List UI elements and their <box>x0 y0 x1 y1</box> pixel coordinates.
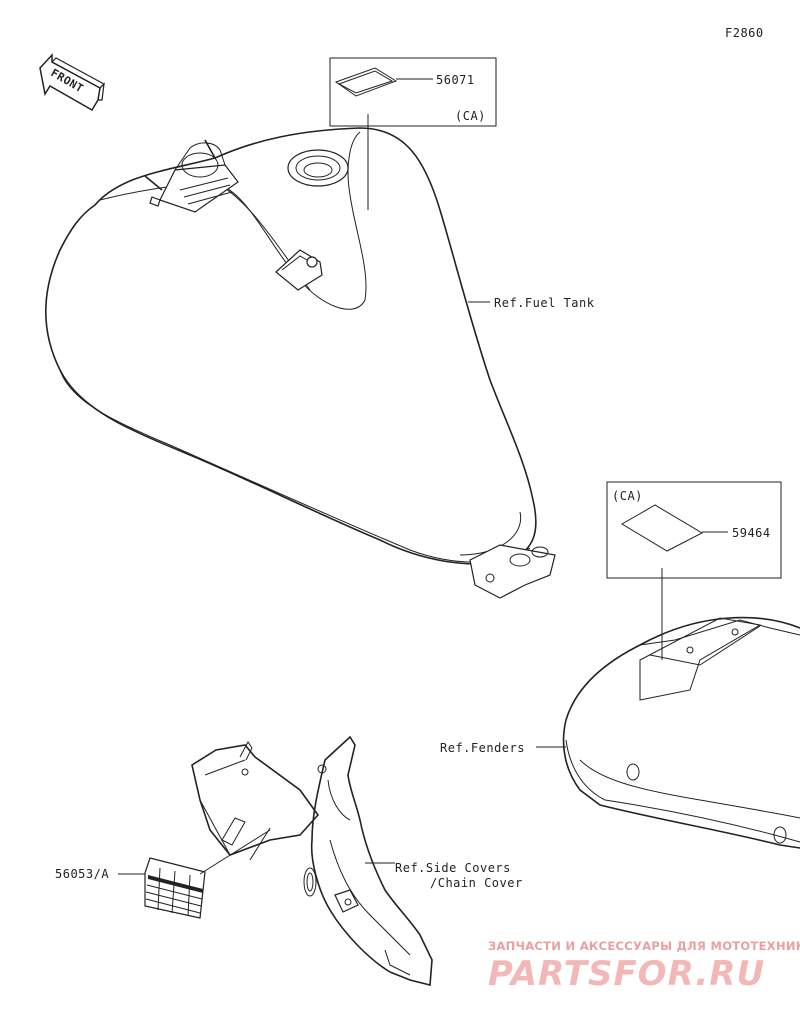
front-arrow-icon: FRONT <box>39 53 105 112</box>
watermark-tagline: ЗАПЧАСТИ И АКСЕССУАРЫ ДЛЯ МОТОТЕХНИКИ <box>488 939 800 953</box>
figure-code: F2860 <box>725 26 764 40</box>
callout-56071: 56071 (CA) <box>329 57 497 210</box>
ref-fuel-tank-label: Ref.Fuel Tank <box>494 296 595 310</box>
rear-fender: Ref.Fenders <box>440 616 800 849</box>
part-number-56071: 56071 <box>436 73 475 87</box>
part-number-59464: 59464 <box>732 526 771 540</box>
ref-fenders-label: Ref.Fenders <box>440 741 525 755</box>
ca-label-1: (CA) <box>455 109 486 123</box>
ref-chain-cover-label: /Chain Cover <box>430 876 523 890</box>
callout-59464: (CA) 59464 <box>606 481 782 660</box>
watermark-brand: PARTSFOR.RU <box>488 954 765 994</box>
fuel-tank: Ref.Fuel Tank <box>44 127 595 599</box>
part-number-56053: 56053/A <box>55 867 109 881</box>
watermark: ЗАПЧАСТИ И АКСЕССУАРЫ ДЛЯ МОТОТЕХНИКИ PA… <box>488 939 800 994</box>
side-cover <box>191 741 320 861</box>
ref-side-covers-label: Ref.Side Covers <box>395 861 511 875</box>
ca-label-2: (CA) <box>612 489 643 503</box>
label-56053: 56053/A <box>55 829 271 919</box>
chain-cover: Ref.Side Covers /Chain Cover <box>303 735 523 987</box>
